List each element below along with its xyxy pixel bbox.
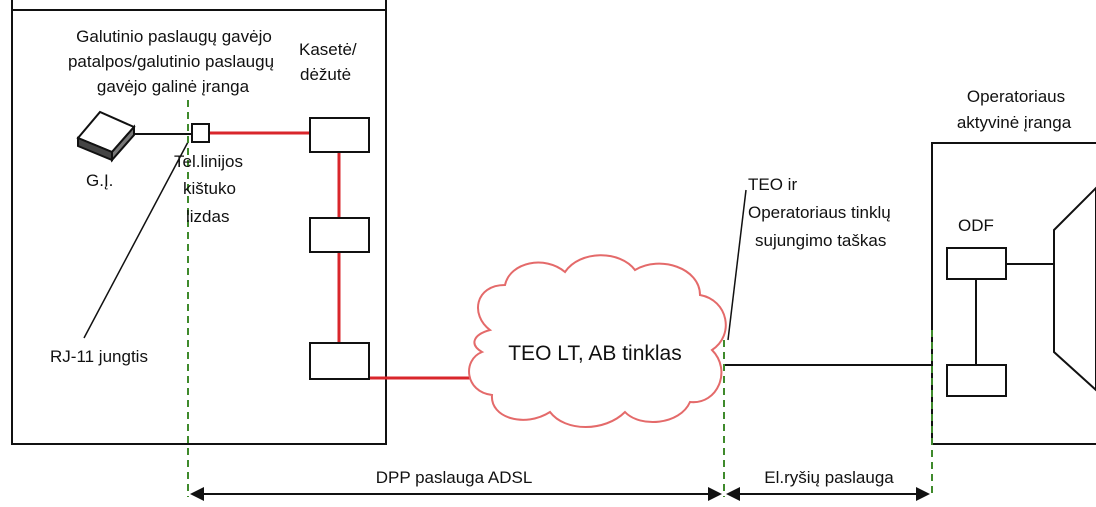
- premises-boundary-box: [11, 0, 387, 445]
- operator-label-line2: aktyvinė įranga: [957, 113, 1072, 132]
- junction-label-line2: Operatoriaus tinklų: [748, 203, 891, 222]
- socket-label-line1: Tel.linijos: [174, 152, 243, 171]
- premises-label-line3: gavėjo galinė įranga: [97, 77, 250, 96]
- phone-socket: [191, 123, 210, 143]
- teo-network-cloud: [468, 254, 727, 428]
- active-equipment-icon: [1053, 186, 1096, 392]
- cassette-box-middle: [309, 217, 370, 253]
- el-service-label: El.ryšių paslauga: [764, 468, 894, 487]
- rj11-pointer-line: [83, 141, 189, 339]
- odf-box-top: [946, 247, 1007, 280]
- socket-label-line3: lizdas: [186, 207, 229, 226]
- cassette-label-line2: dėžutė: [300, 65, 351, 84]
- dpp-service-arrow: [190, 487, 722, 501]
- device-label: G.Į.: [86, 171, 113, 190]
- cloud-label: TEO LT, AB tinklas: [508, 342, 682, 365]
- cassette-label-line1: Kasetė/: [299, 40, 357, 59]
- odf-label: ODF: [958, 216, 994, 235]
- cassette-box-bottom: [309, 342, 370, 380]
- premises-label-line1: Galutinio paslaugų gavėjo: [76, 27, 272, 46]
- operator-equipment-box: [931, 142, 1096, 445]
- junction-label-line1: TEO ir: [748, 175, 797, 194]
- rj11-label: RJ-11 jungtis: [50, 347, 148, 366]
- junction-pointer-line: [727, 189, 747, 341]
- modem-device-icon: [76, 110, 136, 163]
- el-service-arrow: [726, 487, 930, 501]
- odf-box-bottom: [946, 364, 1007, 397]
- operator-label-line1: Operatoriaus: [967, 87, 1065, 106]
- premises-label-line2: patalpos/galutinio paslaugų: [68, 52, 274, 71]
- junction-label-line3: sujungimo taškas: [755, 231, 886, 250]
- dpp-service-label: DPP paslauga ADSL: [376, 468, 533, 487]
- socket-label-line2: kištuko: [183, 179, 236, 198]
- cassette-box-top: [309, 117, 370, 153]
